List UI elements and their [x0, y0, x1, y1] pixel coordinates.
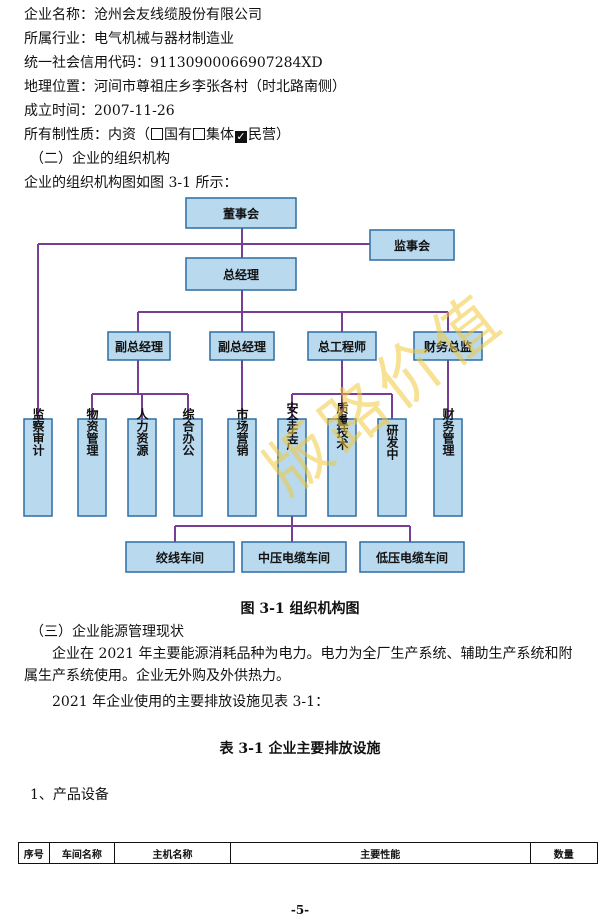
dept-label: 市场营销 [235, 407, 249, 457]
dept-labels: 监察审计 物资管理 人力资源 综合办公 市场营销 安全生产 质量技术 研发中 财… [31, 401, 455, 461]
supervisors-label: 监事会 [394, 238, 431, 253]
page-number: -5- [290, 903, 310, 917]
workshop-box [125, 541, 235, 573]
workshop-label: 中压电缆车间 [258, 550, 330, 565]
vp2-box [209, 331, 275, 361]
org-chart: 董事会 监事会 总经理 副总经理 副总经理 总工程师 财务总监 监察审计 物资管… [23, 197, 483, 573]
dept-box [277, 418, 307, 517]
dept-label: 物资管理 [85, 407, 99, 457]
finance-director-label: 财务总监 [423, 339, 472, 354]
org-labels: 董事会 监事会 总经理 副总经理 副总经理 总工程师 财务总监 [115, 206, 472, 354]
dept-label: 研发中 [385, 424, 399, 461]
finance-director-box [413, 331, 483, 361]
equipment-intro: 2021 年企业使用的主要排放设施见表 3-1： [52, 694, 330, 710]
dept-box [77, 418, 107, 517]
workshop-label: 低压电缆车间 [375, 550, 448, 565]
label: 成立时间： [24, 103, 94, 119]
dept-label: 财务管理 [441, 407, 455, 457]
dept-box [173, 418, 203, 517]
section3-title: （三）企业能源管理现状 [30, 624, 184, 640]
option-collective: 集体 [206, 127, 234, 143]
value: 91130900066907284XD [150, 55, 323, 71]
workshop-labels: 绞线车间 中压电缆车间 低压电缆车间 [156, 550, 448, 565]
table-header-cell: 数量 [529, 842, 599, 864]
board-label: 董事会 [223, 206, 260, 221]
dept-box [377, 418, 407, 517]
value: 2007-11-26 [94, 103, 175, 119]
vp1-label: 副总经理 [115, 339, 163, 354]
company-name-line: 企业名称：沧州会友线缆股份有限公司 [24, 4, 262, 24]
energy-paragraph: 企业在 2021 年主要能源消耗品种为电力。电力为全厂生产系统、辅助生产系统和附… [24, 646, 573, 684]
location-line: 地理位置：河间市尊祖庄乡李张各村（时北路南侧） [24, 76, 346, 96]
chief-engineer-box [307, 331, 377, 361]
board-box [185, 197, 297, 229]
dept-box [227, 418, 257, 517]
label: 所有制性质： [24, 127, 108, 143]
workshop-box [359, 541, 465, 573]
value: 河间市尊祖庄乡李张各村（时北路南侧） [94, 79, 346, 95]
credit-code-line: 统一社会信用代码：91130900066907284XD [24, 52, 323, 72]
collective-checkbox-icon [193, 128, 205, 140]
value: 电气机械与器材制造业 [94, 31, 234, 47]
emission-facility-table: 序号 车间名称 主机名称 主要性能 数量 [18, 842, 599, 864]
vp1-box [107, 331, 171, 361]
label: 企业名称： [24, 7, 94, 23]
option-state: 国有 [164, 127, 192, 143]
org-intro: 企业的组织机构图如图 3-1 所示： [24, 175, 238, 191]
org-boxes [23, 197, 483, 573]
founded-line: 成立时间：2007-11-26 [24, 100, 175, 120]
industry-line: 所属行业：电气机械与器材制造业 [24, 28, 234, 48]
gm-label: 总经理 [223, 267, 259, 282]
label: 统一社会信用代码： [24, 55, 150, 71]
dept-label: 人力资源 [135, 407, 149, 457]
chief-engineer-label: 总工程师 [318, 339, 366, 354]
prefix: 内资（ [108, 127, 150, 143]
table-header-row: 序号 车间名称 主机名称 主要性能 数量 [18, 842, 599, 864]
table-header-cell: 序号 [18, 842, 50, 864]
label: 所属行业： [24, 31, 94, 47]
table-header-cell: 主机名称 [114, 842, 231, 864]
table-caption: 表 3-1 企业主要排放设施 [219, 741, 381, 757]
dept-box [23, 418, 53, 517]
dept-label: 综合办公 [181, 407, 195, 457]
dept-label: 监察审计 [31, 407, 45, 457]
value: 沧州会友线缆股份有限公司 [94, 7, 262, 23]
dept-box [327, 418, 357, 517]
dept-box [127, 418, 157, 517]
section2-title: （二）企业的组织机构 [30, 151, 170, 167]
gm-box [185, 257, 297, 291]
vp2-label: 副总经理 [218, 339, 266, 354]
workshop-label: 绞线车间 [156, 550, 204, 565]
private-checked-icon: ✓ [235, 130, 247, 143]
option-private: 民营 [248, 127, 276, 143]
table-header-cell: 主要性能 [229, 842, 531, 864]
ownership-line: 所有制性质：内资（ 国有集体✓民营） [24, 124, 290, 144]
label: 地理位置： [24, 79, 94, 95]
connector-lines [37, 216, 449, 542]
state-checkbox-icon [151, 128, 163, 140]
product-equipment-heading: 1、产品设备 [30, 787, 109, 803]
dept-label: 安全生产 [285, 401, 299, 451]
supervisors-box [369, 229, 455, 261]
workshop-box [241, 541, 347, 573]
table-header-cell: 车间名称 [48, 842, 116, 864]
figure-caption: 图 3-1 组织机构图 [240, 601, 360, 617]
suffix: ） [276, 127, 290, 143]
dept-label: 质量技术 [335, 401, 349, 451]
dept-box [433, 418, 463, 517]
